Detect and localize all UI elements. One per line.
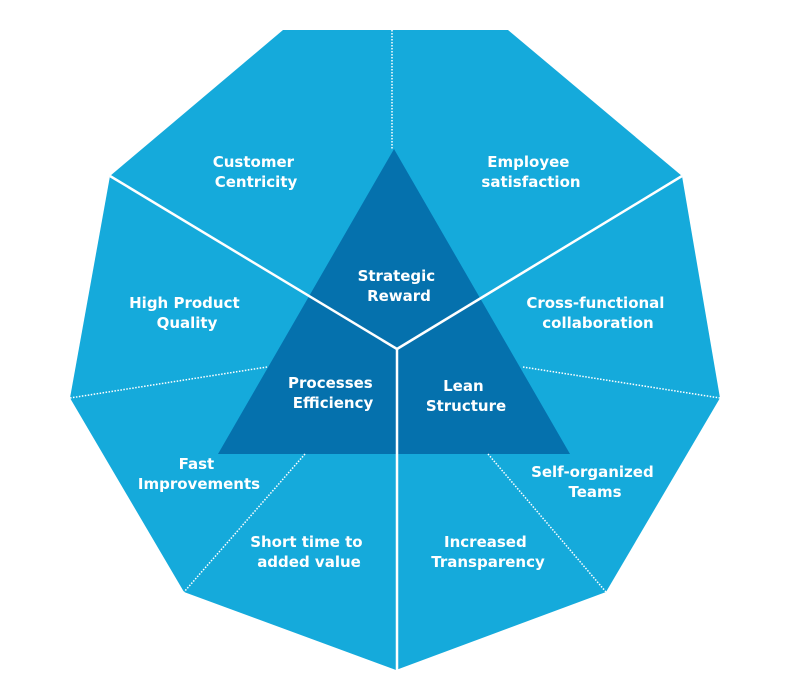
label-line: Increased [444,533,527,551]
label-line: Quality [157,314,218,332]
label-high-product-quality: High Product Quality [129,294,245,332]
dotted-divider-right [522,366,721,399]
label-line: Lean [443,377,484,395]
label-line: Self-organized [531,463,654,481]
label-short-time-to-added-value: Short time to added value [250,533,368,571]
label-cross-functional-collaboration: Cross-functional collaboration [526,294,669,332]
label-line: Reward [367,287,431,305]
label-line: Teams [568,483,621,501]
label-line: Efficiency [293,394,374,412]
dotted-divider-bottom-right [487,453,607,593]
label-line: Processes [288,374,373,392]
label-line: Fast [179,455,215,473]
label-strategic-reward: Strategic Reward [358,267,441,305]
label-line: Centricity [215,173,298,191]
dotted-divider-left [69,366,268,399]
label-line: Transparency [431,553,545,571]
label-line: satisfaction [481,173,580,191]
label-line: High Product [129,294,240,312]
label-line: Improvements [138,475,260,493]
label-line: Short time to [250,533,362,551]
label-employee-satisfaction: Employee satisfaction [481,153,580,191]
label-increased-transparency: Increased Transparency [431,533,545,571]
label-lean-structure: Lean Structure [426,377,506,415]
dotted-divider-bottom-left [183,453,306,593]
label-line: collaboration [542,314,653,332]
label-line: Strategic [358,267,436,285]
label-customer-centricity: Customer Centricity [213,153,300,191]
label-processes-efficiency: Processes Efficiency [288,374,378,412]
divider-left [109,174,398,351]
label-line: Customer [213,153,295,171]
divider-right [396,174,683,351]
center-triangle [218,149,570,454]
label-line: Employee [487,153,569,171]
label-line: Cross-functional [526,294,664,312]
label-self-organized-teams: Self-organized Teams [531,463,659,501]
label-line: Structure [426,397,506,415]
label-line: added value [257,553,361,571]
label-fast-improvements: Fast Improvements [138,455,260,493]
